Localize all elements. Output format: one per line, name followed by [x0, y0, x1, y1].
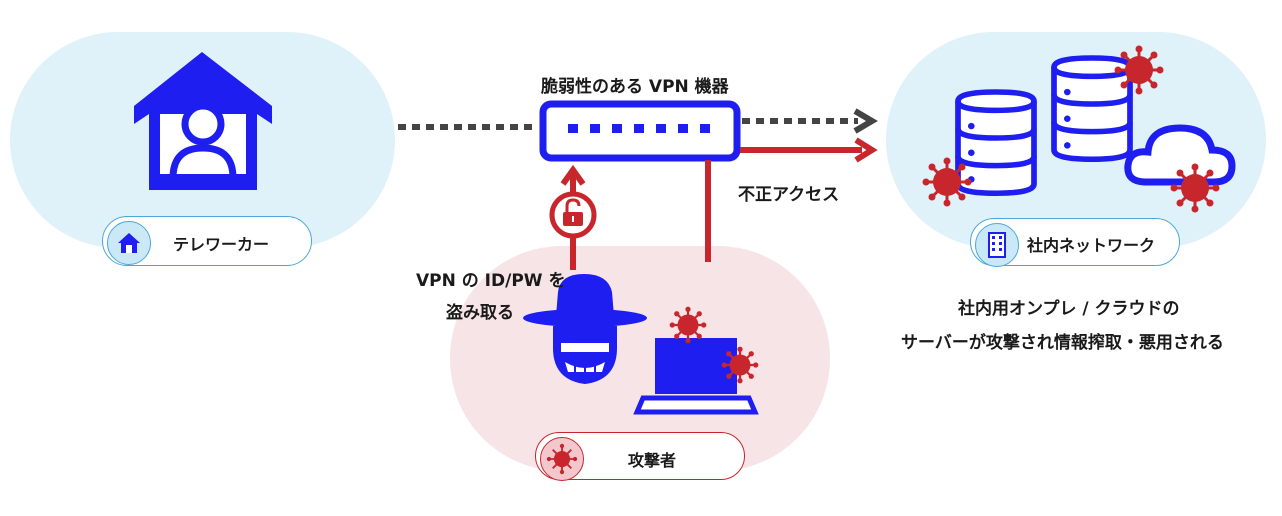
- hacker-icon: [523, 274, 647, 384]
- cloud-icon: [1124, 124, 1236, 186]
- attacker-zone: [450, 246, 830, 471]
- unauthorized-access-label: 不正アクセス: [738, 185, 840, 205]
- attacker-pill: 攻撃者: [535, 432, 745, 481]
- unauthorized-access-arrow: [705, 137, 878, 262]
- teleworker-label: テレワーカー: [173, 235, 270, 254]
- attacker-label: 攻撃者: [628, 451, 677, 470]
- result-label-1: 社内用オンプレ / クラウドの: [958, 299, 1180, 319]
- teleworker-pill: テレワーカー: [102, 216, 312, 266]
- network-label: 社内ネットワーク: [1027, 236, 1156, 255]
- database-icon: [958, 92, 1034, 193]
- dashed-arrow-to-network: [742, 108, 878, 134]
- steal-credentials-label-1: VPN の ID/PW を: [416, 271, 566, 291]
- virus-icon: [668, 305, 708, 345]
- vpn-router-icon: [539, 100, 741, 162]
- steal-credentials-label-2: 盗み取る: [446, 303, 514, 323]
- home-icon: [107, 221, 151, 265]
- virus-icon: [921, 156, 973, 208]
- virus-badge-icon: [540, 437, 584, 481]
- result-label-2: サーバーが攻撃され情報搾取・悪用される: [901, 333, 1224, 353]
- vpn-device-label: 脆弱性のある VPN 機器: [541, 77, 729, 97]
- house-worker-icon: [134, 52, 272, 190]
- virus-icon: [1113, 44, 1165, 96]
- network-pill: 社内ネットワーク: [970, 218, 1180, 267]
- virus-icon: [720, 345, 760, 385]
- lock-icon: [549, 191, 597, 239]
- building-icon: [975, 223, 1019, 267]
- virus-icon: [1169, 162, 1221, 214]
